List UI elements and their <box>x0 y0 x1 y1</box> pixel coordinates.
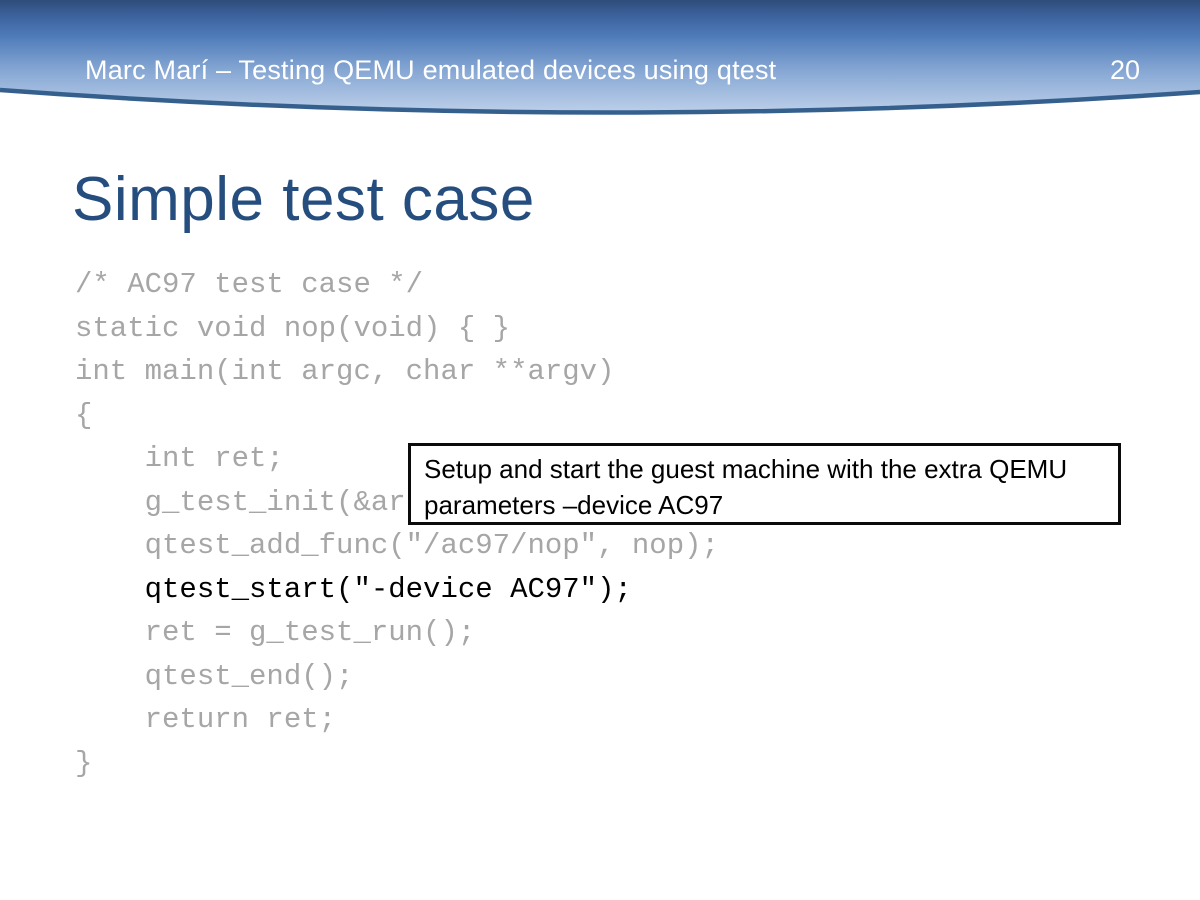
code-block: /* AC97 test case */ static void nop(voi… <box>75 263 719 785</box>
callout-line-2: parameters –device AC97 <box>424 490 724 520</box>
header-curve-line <box>0 87 1200 115</box>
header-title: Marc Marí – Testing QEMU emulated device… <box>85 55 777 85</box>
callout-line-1: Setup and start the guest machine with t… <box>424 454 1068 484</box>
code-line: ret = g_test_run(); <box>75 616 476 649</box>
code-line: int ret; <box>75 442 284 475</box>
code-line: g_test_init(&ar <box>75 485 406 519</box>
code-line: } <box>75 746 93 780</box>
code-line: /* AC97 test case */ <box>75 268 424 301</box>
code-line-highlighted: qtest_start("-device AC97"); <box>75 572 632 606</box>
slide-title: Simple test case <box>72 165 535 234</box>
code-line: qtest_end(); <box>75 659 354 693</box>
callout-box: Setup and start the guest machine with t… <box>408 443 1121 525</box>
header-banner <box>0 0 1200 115</box>
header-banner-shape <box>0 0 1200 113</box>
code-line: return ret; <box>75 703 337 736</box>
code-line: qtest_add_func("/ac97/nop", nop); <box>75 529 719 562</box>
code-line: static void nop(void) { } <box>75 311 511 345</box>
page-number: 20 <box>1110 55 1141 85</box>
code-line: { <box>75 398 93 432</box>
code-line: int main(int argc, char **argv) <box>75 355 615 388</box>
